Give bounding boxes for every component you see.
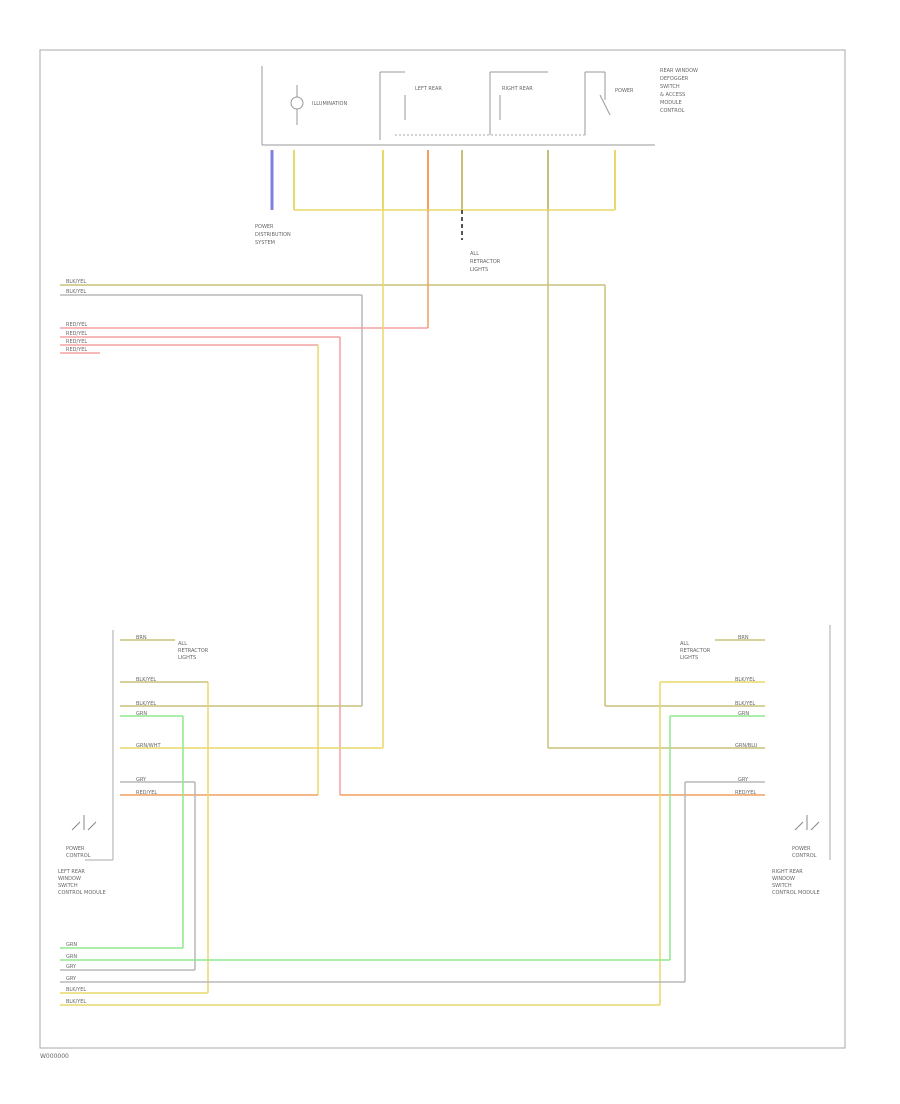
left-module: ALL RETRACTOR LIGHTS BRN BLK/YEL BLK/YEL… bbox=[58, 630, 383, 896]
module-title-3: & ACCESS bbox=[660, 92, 685, 98]
left-pin-0: BRN bbox=[136, 635, 147, 641]
right-ground-icon bbox=[794, 815, 820, 831]
module-title-4: MODULE bbox=[660, 100, 682, 106]
right-pin-5: GRY bbox=[738, 777, 749, 783]
right-pin-0: BRN bbox=[738, 635, 749, 641]
ground-label-g1-0: POWER bbox=[255, 224, 274, 230]
left-pin-3: GRN bbox=[136, 711, 147, 717]
right-ground-label-1: CONTROL bbox=[792, 853, 817, 859]
bottom-label-4: BLK/YEL bbox=[66, 987, 86, 993]
vertical-wires bbox=[317, 210, 765, 796]
left-pin-2: BLK/YEL bbox=[136, 701, 156, 707]
bus2-label-2: RED/YEL bbox=[66, 339, 87, 345]
bus1-label-0: BLK/YEL bbox=[66, 279, 86, 285]
left-ground-label-1: CONTROL bbox=[66, 853, 91, 859]
left-ground-label-0: POWER bbox=[66, 846, 85, 852]
left-title-2: SWITCH bbox=[58, 883, 78, 889]
left-pin-5: GRY bbox=[136, 777, 147, 783]
right-pin-2: BLK/YEL bbox=[735, 701, 755, 707]
ground-label-g1-2: SYSTEM bbox=[255, 240, 275, 246]
ground-label-g2-1: RETRACTOR bbox=[470, 259, 501, 265]
top-label-illum: ILLUMINATION bbox=[312, 101, 347, 107]
left-pin-1: BLK/YEL bbox=[136, 677, 156, 683]
module-title-5: CONTROL bbox=[660, 108, 685, 114]
ground-label-g2-2: LIGHTS bbox=[470, 267, 488, 273]
bottom-bus: GRN GRN GRY GRY BLK/YEL BLK/YEL bbox=[60, 942, 685, 1006]
left-title-0: LEFT REAR bbox=[58, 869, 85, 875]
right-pin-3: GRN bbox=[738, 711, 749, 717]
footer-code: W000000 bbox=[40, 1053, 69, 1060]
right-top-label-0: ALL bbox=[680, 641, 689, 647]
right-pin-4: GRN/BLU bbox=[735, 743, 758, 749]
module-title-2: SWITCH bbox=[660, 84, 680, 90]
left-title-3: CONTROL MODULE bbox=[58, 890, 106, 896]
right-title-1: WINDOW bbox=[772, 876, 795, 882]
right-title-2: SWITCH bbox=[772, 883, 792, 889]
bus-group-1: BLK/YEL BLK/YEL bbox=[60, 279, 605, 296]
diagram-border bbox=[39, 49, 846, 1049]
right-top-label-1: RETRACTOR bbox=[680, 648, 711, 654]
bottom-label-1: GRN bbox=[66, 954, 77, 960]
module-title-1: DEFOGGER bbox=[660, 76, 689, 82]
right-title-0: RIGHT REAR bbox=[772, 869, 803, 875]
right-module: ALL RETRACTOR LIGHTS BRN BLK/YEL BLK/YEL… bbox=[660, 625, 831, 896]
left-top-label-0: ALL bbox=[178, 641, 187, 647]
bottom-label-0: GRN bbox=[66, 942, 77, 948]
left-pin-4: GRN/WHT bbox=[136, 743, 161, 749]
right-title-3: CONTROL MODULE bbox=[772, 890, 820, 896]
right-pin-1: BLK/YEL bbox=[735, 677, 755, 683]
bottom-label-3: GRY bbox=[66, 976, 77, 982]
bus2-label-3: RED/YEL bbox=[66, 347, 87, 353]
left-ground-icon bbox=[71, 815, 97, 831]
left-top-label-2: LIGHTS bbox=[178, 655, 196, 661]
top-label-power: POWER bbox=[615, 88, 634, 94]
left-pin-6: RED/YEL bbox=[136, 790, 157, 796]
top-label-left: LEFT REAR bbox=[415, 86, 442, 92]
bus2-label-0: RED/YEL bbox=[66, 322, 87, 328]
right-top-label-2: LIGHTS bbox=[680, 655, 698, 661]
lamp-icon bbox=[290, 96, 304, 110]
bottom-label-2: GRY bbox=[66, 964, 77, 970]
ground-label-g1-1: DISTRIBUTION bbox=[255, 232, 291, 238]
left-title-1: WINDOW bbox=[58, 876, 81, 882]
top-label-right: RIGHT REAR bbox=[502, 86, 533, 92]
module-title-0: REAR WINDOW bbox=[660, 68, 698, 74]
down-wires bbox=[182, 682, 686, 1005]
left-top-label-1: RETRACTOR bbox=[178, 648, 209, 654]
bottom-label-5: BLK/YEL bbox=[66, 999, 86, 1005]
top-connectors: POWER DISTRIBUTION SYSTEM ALL RETRACTOR … bbox=[255, 150, 616, 273]
bus1-label-1: BLK/YEL bbox=[66, 289, 86, 295]
bus-group-2: RED/YEL RED/YEL RED/YEL RED/YEL bbox=[60, 322, 428, 354]
right-ground-label-0: POWER bbox=[792, 846, 811, 852]
top-module: ILLUMINATION LEFT REAR RIGHT REAR POWER … bbox=[261, 66, 698, 146]
bus2-label-1: RED/YEL bbox=[66, 331, 87, 337]
right-pin-6: RED/YEL bbox=[735, 790, 756, 796]
ground-label-g2-0: ALL bbox=[470, 251, 479, 257]
